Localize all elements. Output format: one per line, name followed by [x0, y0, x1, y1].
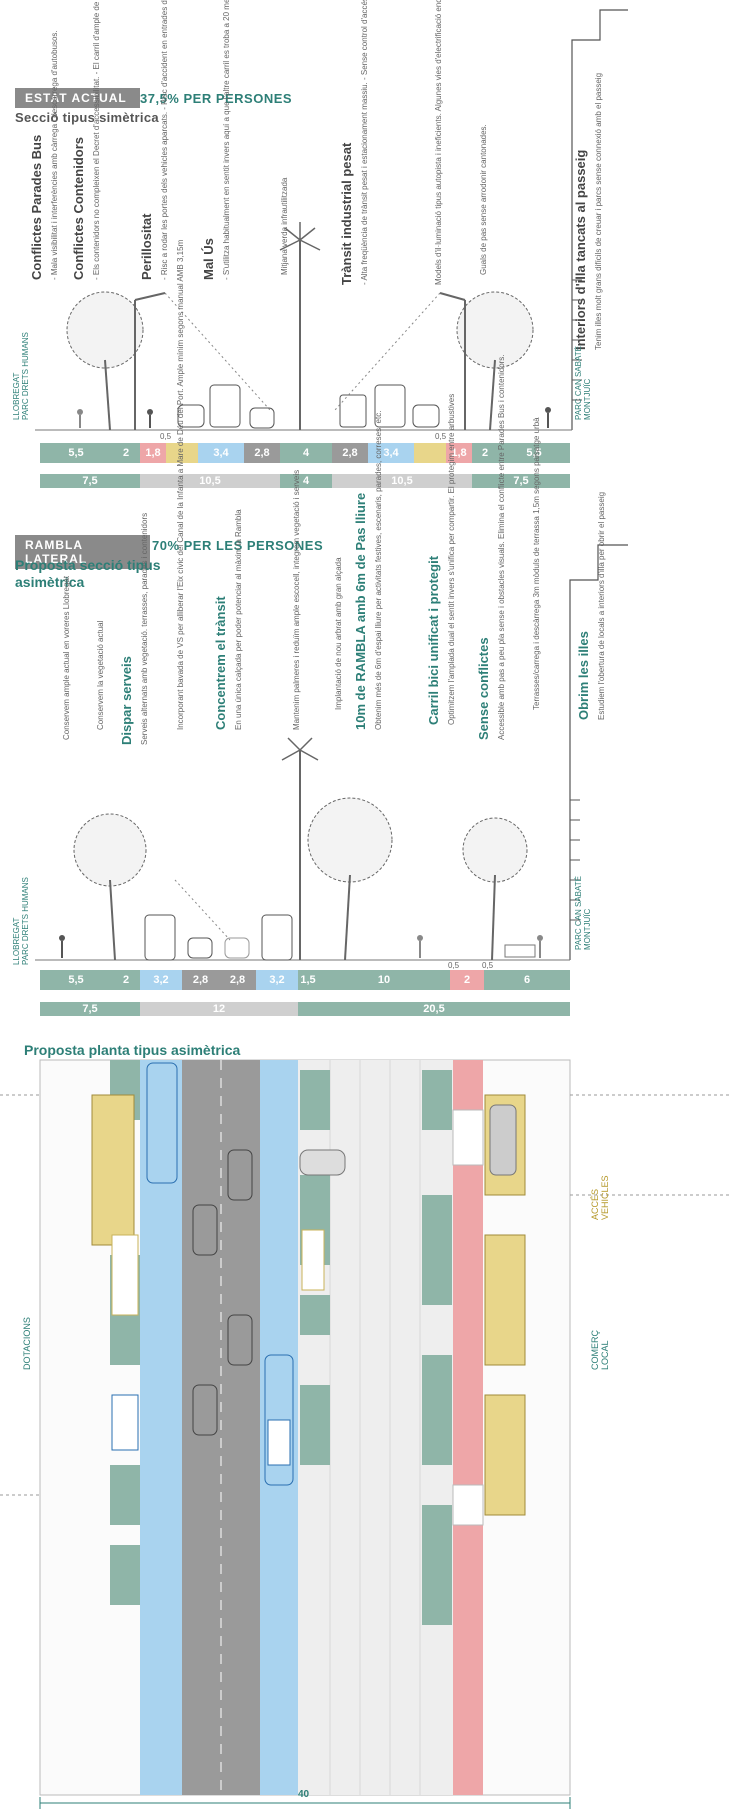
- plan-rambla-green-7: [422, 1355, 452, 1465]
- estat-bar2-seg: 10,5: [140, 474, 280, 488]
- rambla-subtitle-1: Proposta secció tipus: [15, 557, 161, 573]
- bus-left: [209, 384, 241, 428]
- rambla-mark-2: 0,5: [482, 961, 494, 970]
- plan-rambla-green-6: [422, 1195, 452, 1305]
- car-left-1: [177, 404, 205, 428]
- rambla-mark-1: 0,5: [448, 961, 460, 970]
- estat-bar1-seg: 2,8: [332, 443, 368, 463]
- plan-rambla-green-4: [300, 1385, 330, 1465]
- planta-dimension-label: 40: [298, 1789, 310, 1800]
- plan-left-bus-stop: [111, 1394, 139, 1451]
- truck-right: [339, 394, 367, 428]
- estat-bar1-seg: [166, 443, 198, 463]
- estat-bar1-seg: 4: [280, 443, 332, 463]
- estat-mark-2: 0,5: [435, 432, 447, 441]
- plan-crosswalk-1: [452, 1109, 484, 1166]
- rambla-bar2-seg: 7,5: [40, 1002, 140, 1016]
- tree-right-trunk: [489, 359, 496, 431]
- rambla-bar1-seg: 2,8: [182, 970, 219, 990]
- plan-left-yellow-2: [111, 1234, 139, 1316]
- rambla-bar1-seg: 5,5: [40, 970, 112, 990]
- estat-building-outline: [571, 9, 628, 430]
- palm-crown: [279, 222, 321, 251]
- tree-right-crown: [456, 291, 534, 369]
- rambla-bar-1: 5,5 2 3,2 2,8 2,8 3,2 1,5 10 2 6: [40, 970, 570, 990]
- planta-left-label: DOTACIONS: [22, 1317, 32, 1370]
- estat-mark-1: 0,5: [160, 432, 172, 441]
- estat-bar2-seg: 7,5: [472, 474, 570, 488]
- estat-bar1-seg: 2,8: [244, 443, 280, 463]
- plan-bike-lane: [453, 1060, 483, 1795]
- estat-bar-1: 5,5 2 1,8 3,4 2,8 4 2,8 3,4 1,8 2 5,5: [40, 443, 570, 463]
- plan-left-green-5: [110, 1545, 140, 1605]
- estat-bar1-seg: 2: [472, 443, 498, 463]
- plan-rambla-yellow: [301, 1229, 325, 1291]
- plan-rambla-green-1: [300, 1070, 330, 1130]
- rambla-headline: 70% PER LES PERSONES: [152, 538, 324, 553]
- estat-bar2-seg: 10,5: [332, 474, 472, 488]
- estat-bar1-seg: 2: [112, 443, 140, 463]
- car-left-2: [249, 407, 275, 429]
- estat-bar1-seg: 5,5: [498, 443, 570, 463]
- car-right: [412, 404, 440, 428]
- rambla-tag: RAMBLA LATERAL: [15, 535, 150, 569]
- estat-bar1-seg: [414, 443, 446, 463]
- rambla-bar1-seg: 3,2: [140, 970, 182, 990]
- estat-bar2-seg: 7,5: [40, 474, 140, 488]
- rambla-bar1-seg: 3,2: [256, 970, 298, 990]
- rambla-bar1-seg: 2: [450, 970, 484, 990]
- estat-bar1-seg: 1,8: [446, 443, 472, 463]
- estat-balconies: [572, 279, 582, 401]
- estat-bar1-seg: 3,4: [198, 443, 244, 463]
- plan-left-green-3: [110, 1325, 140, 1365]
- estat-subtitle: Secció tipus simètrica: [15, 110, 159, 125]
- estat-bar1-seg: 3,4: [368, 443, 414, 463]
- rambla-section-drawing: [35, 544, 628, 961]
- plan-crosswalk-2: [452, 1484, 484, 1526]
- rambla-bar1-seg: 10: [318, 970, 450, 990]
- rambla-bar1-seg: 6: [484, 970, 570, 990]
- bus-right: [374, 384, 406, 428]
- planta-title: Proposta planta tipus asimètrica: [24, 1042, 241, 1058]
- rambla-bar-2: 7,5 12 20,5: [40, 1002, 570, 1016]
- rambla-bar1-seg: 2: [112, 970, 140, 990]
- rambla-bar2-seg: 20,5: [298, 1002, 570, 1016]
- estat-bar1-seg: 5,5: [40, 443, 112, 463]
- estat-section-drawing: [35, 9, 628, 431]
- rambla-balconies: [570, 799, 580, 921]
- rambla-bar2-seg: 12: [140, 1002, 298, 1016]
- estat-bar-2: 7,5 10,5 4 10,5 7,5: [40, 474, 570, 488]
- plan-rambla-green-5: [422, 1070, 452, 1130]
- tree-left-crown: [66, 291, 144, 369]
- rambla-building-outline: [569, 544, 628, 960]
- estat-headline: 37,5% PER PERSONES: [140, 91, 293, 106]
- rambla-bar1-seg: 1,5: [298, 970, 318, 990]
- plan-rambla-green-8: [422, 1505, 452, 1625]
- planta-plan-drawing: [0, 1059, 731, 1809]
- plan-right-yellow-3: [484, 1394, 526, 1516]
- rambla-subtitle-2: asimètrica: [15, 574, 85, 590]
- estat-bar2-seg: 4: [280, 474, 332, 488]
- estat-actual-tag: ESTAT ACTUAL: [15, 88, 140, 108]
- plan-left-yellow-1: [91, 1094, 135, 1246]
- tree-left-trunk: [104, 359, 111, 431]
- plan-left-green-4: [110, 1465, 140, 1525]
- plan-rambla-green-3: [300, 1295, 330, 1335]
- estat-bar1-seg: 1,8: [140, 443, 166, 463]
- plan-right-yellow-2: [484, 1234, 526, 1366]
- rambla-bar1-seg: 2,8: [219, 970, 256, 990]
